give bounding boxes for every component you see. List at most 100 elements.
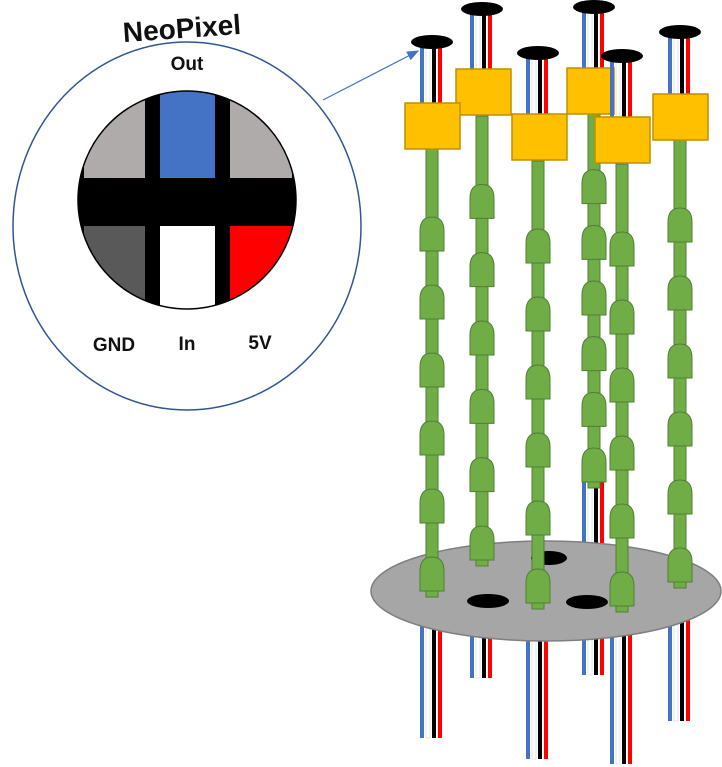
wire — [615, 55, 621, 120]
led-bump — [609, 231, 635, 267]
led-bump — [667, 207, 693, 243]
led-bump — [419, 284, 445, 320]
wire — [432, 587, 436, 738]
led-bump — [581, 336, 607, 372]
wire — [582, 7, 586, 70]
led-bump — [525, 364, 551, 400]
wire — [600, 7, 604, 70]
base-hole — [566, 595, 608, 609]
neopixel-title: NeoPixel — [122, 9, 242, 48]
led-bump — [609, 435, 635, 471]
wire — [538, 599, 542, 759]
connector-block — [511, 113, 568, 161]
led-bump — [469, 457, 495, 493]
wire — [538, 53, 542, 116]
led-strands — [404, 0, 709, 613]
wire — [475, 8, 481, 72]
led-bump — [469, 525, 495, 561]
wire — [482, 9, 486, 71]
led-bump — [609, 299, 635, 335]
pad-in — [160, 226, 215, 309]
led-bump — [419, 352, 445, 388]
pinout-callout: NeoPixel Out GND In 5V — [12, 9, 362, 411]
led-bump — [667, 479, 693, 515]
led-bump — [469, 320, 495, 356]
wire — [628, 602, 632, 764]
wire — [488, 9, 492, 71]
wire-end-cap — [461, 2, 503, 16]
wire — [526, 599, 530, 759]
wire — [668, 578, 672, 721]
wire-end-cap — [411, 35, 453, 49]
led-strand — [652, 25, 709, 589]
led-bump — [581, 447, 607, 483]
led-strand — [455, 2, 512, 567]
led-bump — [419, 556, 445, 592]
wire-end-cap — [573, 0, 615, 14]
led-bump — [469, 388, 495, 424]
wire — [544, 599, 548, 759]
led-bump — [581, 391, 607, 427]
wire — [686, 578, 690, 721]
led-bump — [667, 547, 693, 583]
wire — [470, 9, 474, 71]
led-bump — [469, 252, 495, 288]
wire — [622, 602, 626, 764]
led-strand — [511, 46, 568, 610]
wire — [425, 41, 431, 106]
led-bump — [667, 343, 693, 379]
label-gnd: GND — [93, 335, 135, 356]
led-bump — [419, 420, 445, 456]
connector-block — [594, 116, 651, 164]
led-bump — [419, 488, 445, 524]
wire-end-cap — [601, 49, 643, 63]
led-bump — [525, 500, 551, 536]
wire-end-cap — [659, 25, 701, 39]
led-bump — [609, 503, 635, 539]
label-in: In — [179, 334, 196, 355]
wire — [680, 32, 684, 96]
wire — [673, 31, 679, 97]
led-bump — [581, 224, 607, 260]
led-bump — [667, 275, 693, 311]
chip-outline — [77, 90, 297, 310]
led-bump — [581, 169, 607, 205]
connector-block — [455, 68, 512, 116]
wire — [668, 32, 672, 96]
wire — [622, 56, 626, 119]
pad-out — [160, 91, 215, 178]
wire — [610, 602, 614, 764]
wire — [432, 42, 436, 105]
led-bump — [419, 216, 445, 252]
wire — [420, 587, 424, 738]
led-bump — [667, 411, 693, 447]
wire — [544, 53, 548, 116]
led-bump — [469, 183, 495, 219]
pointer-arrow — [322, 50, 420, 101]
wire — [594, 7, 598, 70]
led-bump — [609, 367, 635, 403]
wire — [438, 42, 442, 105]
led-bump — [525, 228, 551, 264]
wire — [420, 42, 424, 105]
led-bump — [525, 296, 551, 332]
wire — [526, 53, 530, 116]
wire — [531, 52, 537, 117]
connector-block — [404, 102, 461, 150]
led-bump — [525, 432, 551, 468]
wire — [438, 587, 442, 738]
connector-block — [566, 67, 615, 115]
connector-block — [652, 93, 709, 141]
led-bump — [581, 280, 607, 316]
led-strand — [566, 0, 615, 489]
led-bump — [609, 571, 635, 607]
base-hole — [467, 594, 509, 608]
label-5v: 5V — [248, 333, 272, 354]
wire — [628, 56, 632, 119]
wire — [680, 578, 684, 721]
led-bump — [525, 568, 551, 604]
wire-end-cap — [517, 46, 559, 60]
led-strand — [404, 35, 461, 598]
wire — [587, 6, 593, 71]
